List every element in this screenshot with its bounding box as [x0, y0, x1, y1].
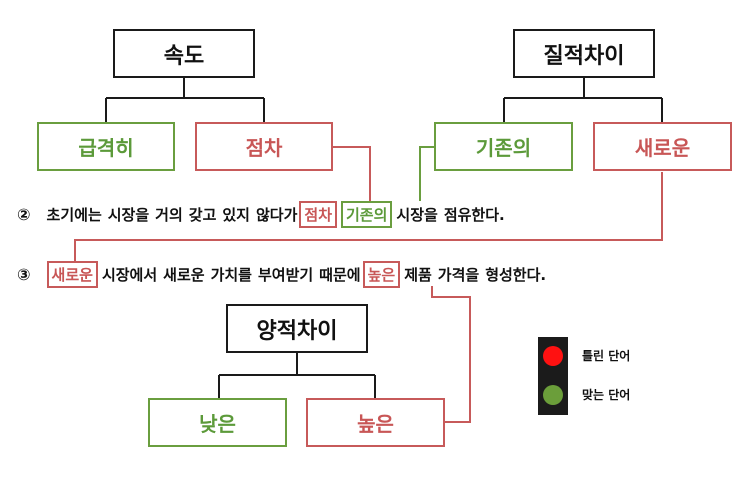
- sentence-3-word: 새로운: [163, 266, 205, 284]
- sentence-2: ② 초기에는 시장을 거의 갖고 있지 않다가 점차 기존의 시장을 점유한다.: [17, 201, 511, 228]
- tree-speed-left-node: 급격히: [37, 122, 175, 171]
- tree-quality-connectors: [503, 78, 663, 122]
- sentence-3-word: 제품: [404, 266, 432, 284]
- sentence-3-highlight-nopeun: 높은: [362, 261, 401, 288]
- sentence-3: ③ 새로운 시장에서 새로운 가치를 부여받기 때문에 높은 제품 가격을 형성…: [17, 261, 552, 288]
- sentence-2-number: ②: [17, 205, 31, 224]
- sentence-3-word: 때문에: [319, 266, 361, 284]
- tree-speed-right-node: 점차: [195, 122, 333, 171]
- legend-wrong-dot-icon: [543, 346, 563, 366]
- sentence-2-word: 있지: [222, 206, 250, 224]
- sentence-3-word: 부여받기: [257, 266, 314, 284]
- sentence-3-word: 가치를: [210, 266, 252, 284]
- link-jeomcha: [333, 146, 371, 203]
- legend-right-label: 맞는 단어: [582, 388, 631, 402]
- legend-wrong-label: 틀린 단어: [582, 349, 631, 363]
- tree-quality-root: 질적차이: [513, 29, 655, 78]
- tree-quantity-connectors: [218, 353, 376, 398]
- sentence-2-word: 거의: [155, 206, 183, 224]
- sentence-2-highlight-gijonui: 기존의: [341, 201, 393, 228]
- link-nopeun: [431, 286, 471, 423]
- tree-quality-right-node: 새로운: [593, 122, 732, 171]
- sentence-3-word: 형성한다.: [485, 266, 547, 284]
- link-gijonui: [419, 146, 434, 201]
- tree-quantity-right-node: 높은: [306, 398, 445, 447]
- sentence-2-word: 갖고: [188, 206, 217, 224]
- sentence-2-word: 초기에는: [46, 206, 102, 224]
- legend-right-dot-icon: [543, 385, 563, 405]
- sentence-2-word: 않다가: [255, 206, 298, 224]
- link-saeroun: [74, 172, 663, 262]
- sentence-3-highlight-saeroun: 새로운: [46, 261, 98, 288]
- sentence-2-word: 시장을: [396, 206, 438, 224]
- tree-quantity-left-node: 낮은: [148, 398, 287, 447]
- sentence-2-word: 시장을: [107, 206, 150, 224]
- tree-quality-left-node: 기존의: [434, 122, 573, 171]
- tree-speed-root: 속도: [113, 29, 255, 78]
- tree-speed-connectors: [105, 78, 265, 122]
- sentence-3-word: 가격을: [437, 266, 480, 284]
- sentence-3-number: ③: [17, 265, 31, 284]
- sentence-3-word: 시장에서: [101, 266, 158, 284]
- legend-traffic-light: [538, 337, 568, 415]
- sentence-2-highlight-jeomcha: 점차: [299, 201, 337, 228]
- sentence-2-word: 점유한다.: [443, 206, 505, 224]
- tree-quantity-root: 양적차이: [226, 304, 368, 353]
